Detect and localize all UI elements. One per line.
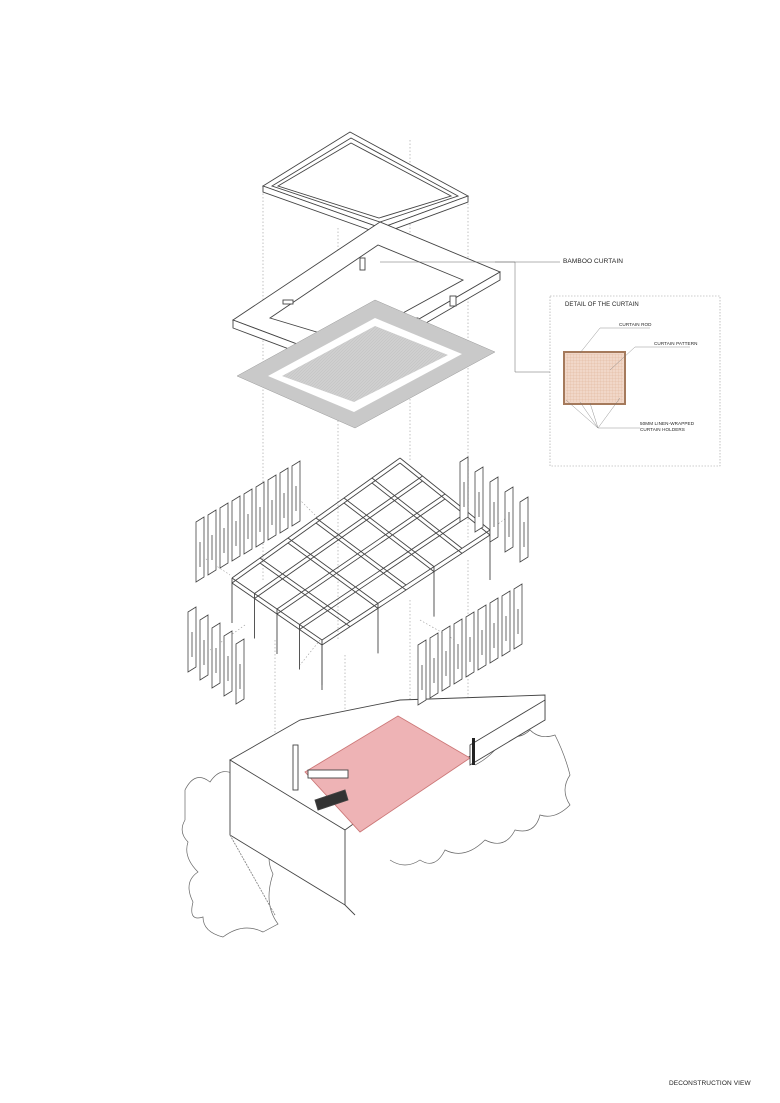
holders-line-1: 50MM LINEN-WRAPPED — [640, 421, 695, 426]
label-bamboo-curtain: BAMBOO CURTAIN — [563, 258, 624, 265]
holders-line-2: CURTAIN HOLDERS — [640, 426, 685, 432]
frame-beam — [231, 457, 401, 579]
view-title: DECONSTRUCTION VIEW — [669, 1080, 751, 1087]
frame-beam — [299, 511, 468, 625]
frame-beam — [299, 516, 468, 630]
frame-beam — [276, 498, 446, 615]
label-detail-title: DETAIL OF THE CURTAIN — [565, 302, 639, 308]
timber-frame-grid — [231, 457, 491, 690]
label-curtain-rod: CURTAIN ROD — [619, 322, 652, 327]
bamboo-curtain-plane — [236, 299, 496, 429]
frame-beam — [276, 493, 446, 610]
frame-beam — [254, 480, 423, 599]
roof-slab — [261, 131, 470, 235]
curtain-detail-box — [380, 261, 721, 467]
frame-beam — [321, 534, 491, 646]
frame-beam — [254, 475, 423, 594]
floor-base — [181, 694, 571, 938]
label-curtain-pattern: CURTAIN PATTERN — [654, 341, 698, 346]
frame-beam — [321, 529, 491, 641]
frame-beam — [231, 462, 401, 584]
curtain-panels — [187, 456, 529, 706]
